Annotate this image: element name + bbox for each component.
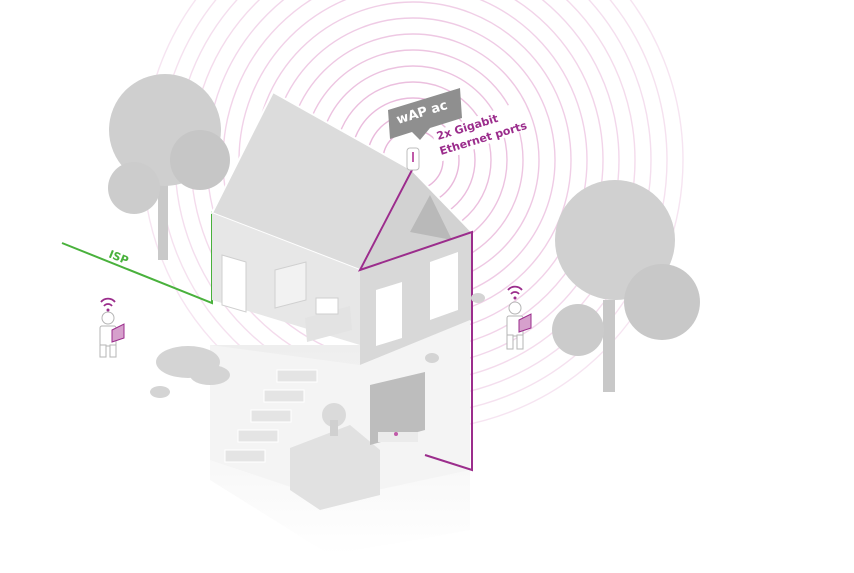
person-with-device-icon — [506, 301, 532, 350]
router-icon — [406, 147, 420, 171]
house — [210, 90, 473, 555]
client-left — [99, 297, 125, 358]
isp-label: ISP — [107, 248, 130, 268]
person-with-device-icon — [99, 311, 125, 358]
rocks — [150, 293, 485, 398]
tree-icon — [108, 74, 230, 260]
tree-icon — [552, 180, 700, 392]
wifi-icon — [507, 285, 523, 300]
wifi-icon — [100, 297, 116, 312]
ethernet-cable — [357, 169, 473, 472]
client-right — [506, 285, 532, 350]
